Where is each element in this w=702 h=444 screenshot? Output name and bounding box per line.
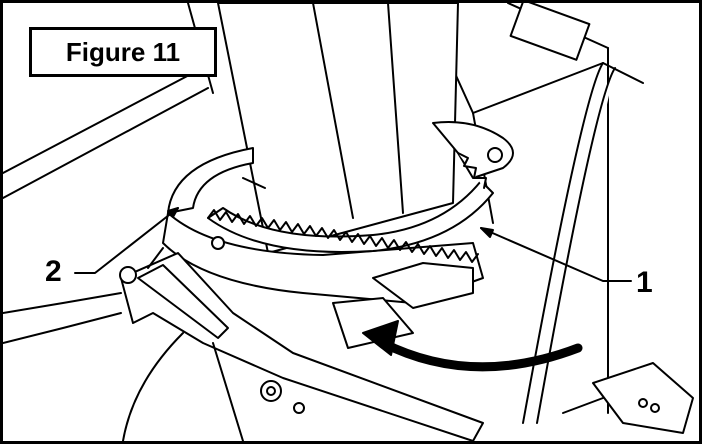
rotation-arrow [362,320,583,372]
callout-label-1: 1 [636,266,653,299]
callout-label-2: 2 [45,255,62,288]
gear-segment [207,121,514,263]
cable-handle [522,62,694,434]
leader-lines [74,207,632,282]
figure-title: Figure 11 [29,27,217,77]
chute-rotation-drawing [3,3,694,441]
bolts [211,236,305,414]
lever-frame [3,247,484,441]
discharge-chute [217,3,459,254]
